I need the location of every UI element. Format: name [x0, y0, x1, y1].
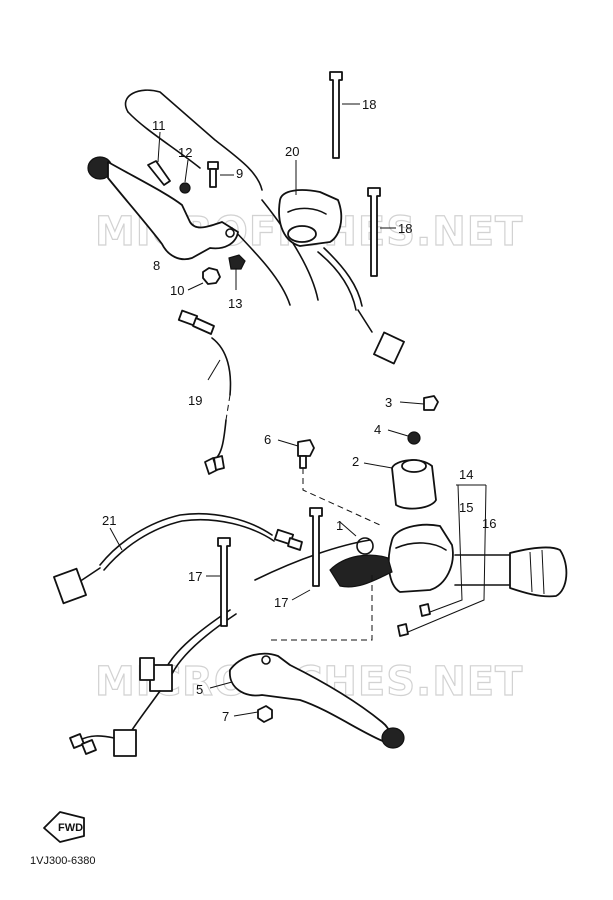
clutch-switch-19 [177, 309, 232, 475]
callout-5: 5 [196, 682, 203, 697]
callout-14: 14 [459, 467, 473, 482]
bolt-6 [277, 439, 381, 526]
callout-18-top: 18 [362, 97, 376, 112]
nut-7 [233, 705, 273, 723]
callout-21: 21 [102, 513, 116, 528]
handlebar-switch-20 [278, 160, 405, 365]
callout-12: 12 [178, 145, 192, 160]
callout-7: 7 [222, 709, 229, 724]
callout-16: 16 [482, 516, 496, 531]
forward-direction-icon: FWD [43, 811, 85, 843]
callout-2: 2 [352, 454, 359, 469]
cable-tie-18-right [367, 187, 396, 277]
clutch-lever [87, 156, 239, 261]
callout-17-left: 17 [188, 569, 202, 584]
callout-6: 6 [264, 432, 271, 447]
nut-12 [179, 159, 191, 194]
right-grip [454, 546, 568, 598]
cable-tie-18-top [329, 71, 360, 159]
callout-3: 3 [385, 395, 392, 410]
brake-switch-cable-21 [53, 512, 357, 605]
callout-1: 1 [336, 518, 343, 533]
harness-17 [69, 507, 371, 757]
callout-18-right: 18 [398, 221, 412, 236]
master-cylinder [329, 484, 487, 637]
nut-10 [187, 267, 221, 291]
left-grip [124, 89, 319, 306]
callout-17-right: 17 [274, 595, 288, 610]
fwd-badge-text: FWD [58, 822, 83, 834]
callout-8: 8 [153, 258, 160, 273]
callout-15: 15 [459, 500, 473, 515]
callout-11: 11 [152, 118, 166, 133]
washer-4 [387, 429, 421, 445]
callout-20: 20 [285, 144, 299, 159]
screw-3 [399, 395, 439, 411]
callout-10: 10 [170, 283, 184, 298]
callout-19: 19 [188, 393, 202, 408]
bolt-9 [207, 161, 234, 188]
lever-holder-2 [363, 459, 437, 510]
diagram-code: 1VJ300-6380 [30, 855, 95, 867]
callout-9: 9 [236, 166, 243, 181]
washer-13 [228, 254, 246, 290]
callout-13: 13 [228, 296, 242, 311]
callout-4: 4 [374, 422, 381, 437]
brake-lever-5 [209, 575, 405, 749]
bolt-11 [147, 131, 171, 186]
